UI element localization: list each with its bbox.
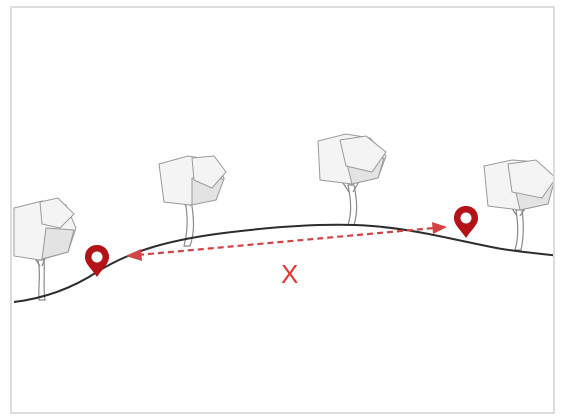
tree-icon	[317, 133, 387, 226]
diagram-frame: X	[10, 6, 555, 414]
distance-label: X	[281, 259, 298, 289]
terrain-diagram: X	[13, 133, 553, 303]
tree-icon	[483, 159, 553, 251]
location-pin-icon	[454, 206, 478, 238]
tree-icon	[13, 197, 77, 301]
tree-icon	[158, 155, 227, 247]
distance-arrow	[126, 222, 447, 261]
location-pin-icon	[85, 245, 109, 277]
